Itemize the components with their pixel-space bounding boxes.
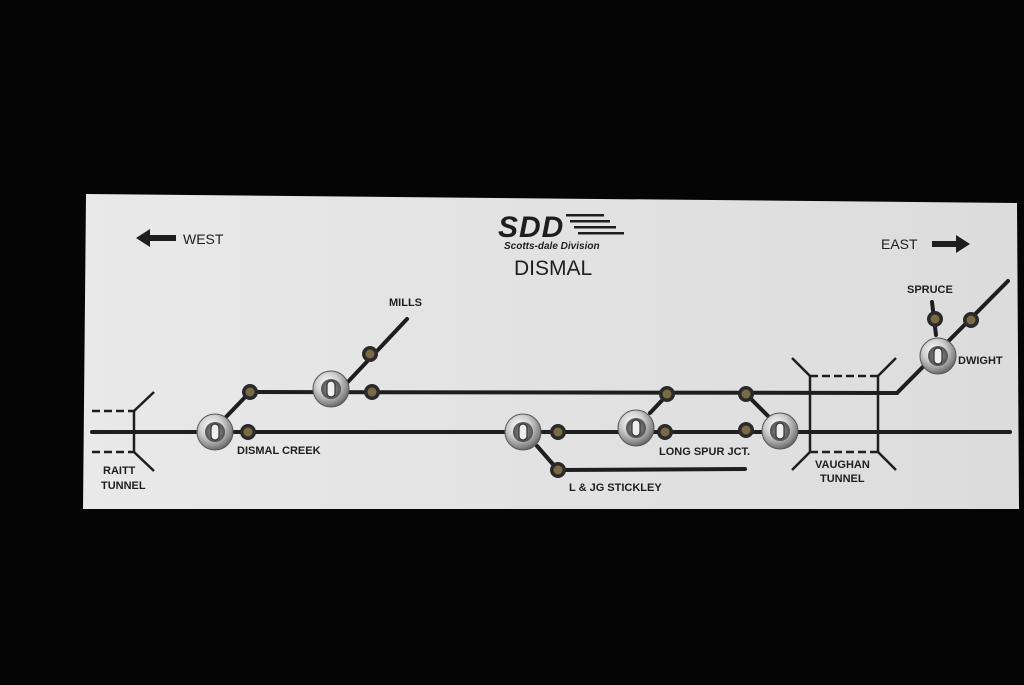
label-dismal-creek: DISMAL CREEK [237,445,321,457]
label-vaughan-tunnel-line2: TUNNEL [820,473,865,485]
direction-west-label: WEST [183,231,224,247]
direction-east-label: EAST [881,236,918,252]
indicator-led-icon [550,424,566,440]
toggle-switch-long-spur-west[interactable] [618,410,654,446]
label-vaughan-tunnel-line1: VAUGHAN [815,459,870,471]
toggle-switch-icon [934,348,942,364]
indicator-led-icon [242,384,258,400]
indicator-led-icon [927,311,943,327]
panel-title: DISMAL [514,257,592,280]
indicator-led-icon [364,384,380,400]
label-spruce: SPRUCE [907,284,953,296]
toggle-switch-icon [519,424,527,440]
indicator-led-icon [738,386,754,402]
indicator-led-icon [738,422,754,438]
label-raitt-tunnel-line2: TUNNEL [101,480,146,492]
toggle-switch-dwight[interactable] [920,338,956,374]
label-raitt-tunnel-line1: RAITT [103,465,136,477]
label-stickley: L & JG STICKLEY [569,482,662,494]
toggle-switch-mills[interactable] [313,371,349,407]
toggle-switch-dismal-creek[interactable] [197,414,233,450]
indicator-led-icon [659,386,675,402]
indicator-led-icon [963,312,979,328]
label-mills: MILLS [389,297,422,309]
toggle-switch-icon [211,424,219,440]
label-dwight: DWIGHT [958,355,1003,367]
toggle-switch-icon [632,420,640,436]
indicator-led-icon [240,424,256,440]
indicator-led-icon [550,462,566,478]
logo-text: SDD [498,211,564,244]
toggle-switch-stickley[interactable] [505,414,541,450]
toggle-switch-icon [776,423,784,439]
label-long-spur-jct: LONG SPUR JCT. [659,446,750,458]
toggle-switch-long-spur-east[interactable] [762,413,798,449]
toggle-switch-icon [327,381,335,397]
indicator-led-icon [362,346,378,362]
logo-subtitle: Scotts-dale Division [504,241,600,252]
indicator-led-icon [657,424,673,440]
stickley-spur [558,469,745,470]
